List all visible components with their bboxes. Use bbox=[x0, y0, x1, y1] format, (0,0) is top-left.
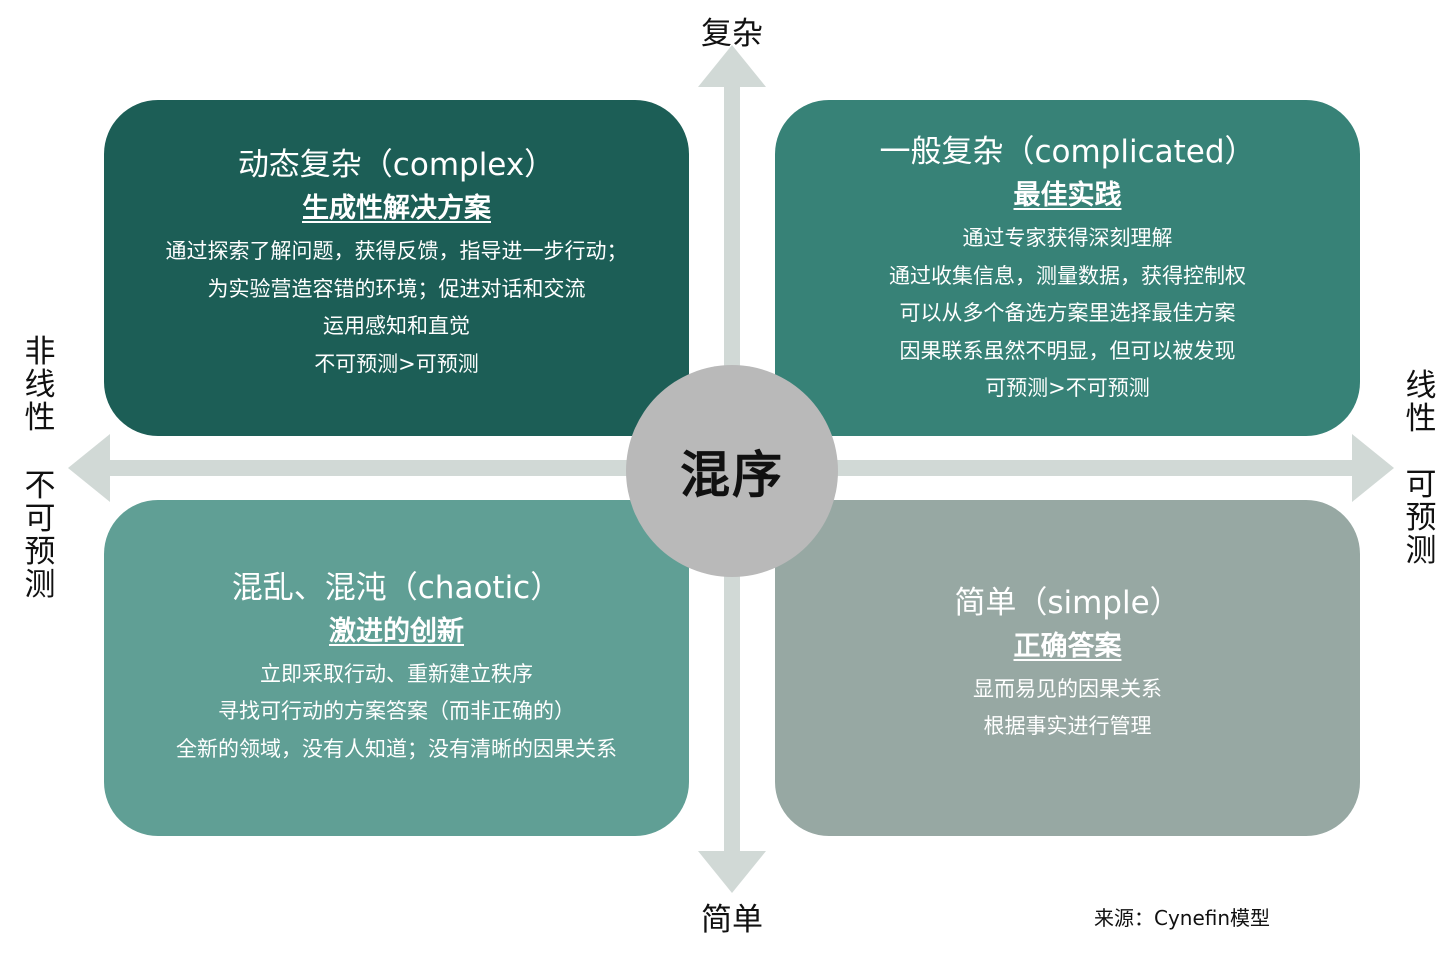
axis-label-linear: 线 性 bbox=[1405, 368, 1437, 437]
quadrant-description: 通过专家获得深刻理解 通过收集信息，测量数据，获得控制权 可以从多个备选方案里选… bbox=[889, 220, 1246, 408]
quadrant-line: 寻找可行动的方案答案（而非正确的） bbox=[218, 699, 575, 724]
quadrant-line: 根据事实进行管理 bbox=[983, 714, 1152, 738]
arrow-right-icon bbox=[1352, 434, 1394, 502]
quadrant-subtitle: 正确答案 bbox=[1013, 630, 1122, 662]
quadrant-line: 因果联系虽然不明显，但可以被发现 bbox=[899, 338, 1236, 363]
quadrant-line: 通过专家获得深刻理解 bbox=[962, 226, 1173, 251]
quadrant-line: 为实验营造容错的环境；促进对话和交流 bbox=[207, 276, 586, 301]
quadrant-description: 显而易见的因果关系 根据事实进行管理 bbox=[973, 671, 1162, 746]
quadrant-title: 混乱、混沌（chaotic） bbox=[231, 569, 562, 606]
center-label-disorder: 混序 bbox=[680, 446, 784, 504]
quadrant-line: 显而易见的因果关系 bbox=[973, 676, 1162, 701]
axis-label-complex: 复杂 bbox=[701, 16, 763, 52]
source-note: 来源：Cynefin模型 bbox=[1094, 906, 1271, 930]
quadrant-line: 可以从多个备选方案里选择最佳方案 bbox=[899, 301, 1236, 326]
quadrant-line: 通过探索了解问题，获得反馈，指导进一步行动； bbox=[165, 239, 628, 263]
quadrant-subtitle: 最佳实践 bbox=[1013, 180, 1122, 212]
quadrant-title: 动态复杂（complex） bbox=[237, 147, 556, 183]
axis-label-unpredictable: 不 可 预 测 bbox=[24, 468, 56, 603]
quadrant-subtitle: 激进的创新 bbox=[329, 615, 464, 647]
quadrant-line: 不可预测>可预测 bbox=[314, 351, 479, 376]
quadrant-line: 可预测>不可预测 bbox=[985, 376, 1150, 401]
quadrant-description: 通过探索了解问题，获得反馈，指导进一步行动； 为实验营造容错的环境；促进对话和交… bbox=[166, 233, 628, 383]
quadrant-subtitle: 生成性解决方案 bbox=[302, 193, 491, 224]
axis-label-nonlinear: 非 线 性 bbox=[24, 334, 56, 436]
quadrant-line: 全新的领域，没有人知道；没有清晰的因果关系 bbox=[176, 736, 617, 761]
quadrant-line: 通过收集信息，测量数据，获得控制权 bbox=[889, 263, 1246, 288]
quadrant-simple: 简单（simple） 正确答案 显而易见的因果关系 根据事实进行管理 bbox=[775, 500, 1360, 836]
quadrant-description: 立即采取行动、重新建立秩序 寻找可行动的方案答案（而非正确的） 全新的领域，没有… bbox=[176, 656, 617, 769]
quadrant-title: 一般复杂（complicated） bbox=[879, 134, 1256, 171]
quadrant-complicated: 一般复杂（complicated） 最佳实践 通过专家获得深刻理解 通过收集信息… bbox=[775, 100, 1360, 436]
axis-label-predictable: 可 预 测 bbox=[1405, 467, 1437, 569]
arrow-down-icon bbox=[698, 851, 766, 893]
axis-label-simple: 简单 bbox=[701, 902, 763, 938]
quadrant-complex: 动态复杂（complex） 生成性解决方案 通过探索了解问题，获得反馈，指导进一… bbox=[104, 100, 689, 436]
center-circle: 混序 bbox=[626, 365, 838, 577]
quadrant-line: 立即采取行动、重新建立秩序 bbox=[260, 661, 533, 686]
quadrant-chaotic: 混乱、混沌（chaotic） 激进的创新 立即采取行动、重新建立秩序 寻找可行动… bbox=[104, 500, 689, 836]
arrow-left-icon bbox=[68, 434, 110, 502]
arrow-up-icon bbox=[698, 45, 766, 87]
quadrant-line: 运用感知和直觉 bbox=[323, 314, 470, 338]
quadrant-title: 简单（simple） bbox=[954, 584, 1181, 621]
